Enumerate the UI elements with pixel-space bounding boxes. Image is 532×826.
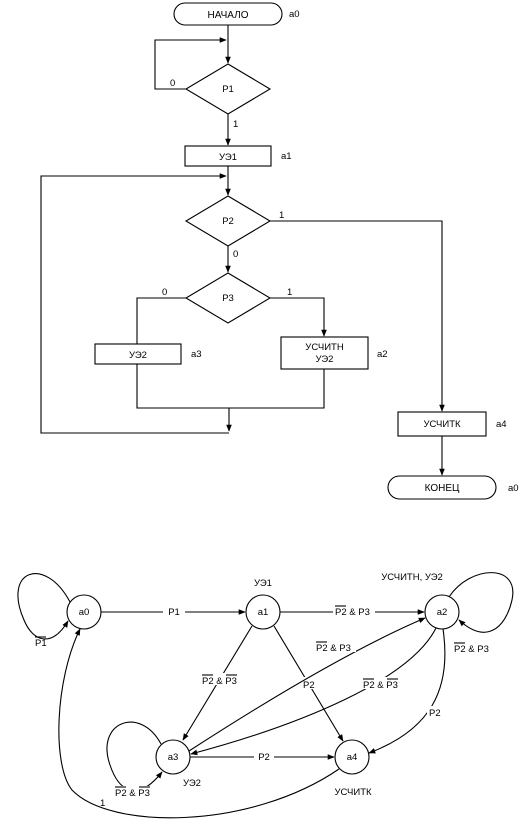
branch-label: 0: [170, 78, 175, 89]
label-backdrop: [452, 641, 494, 653]
flow-line-p3-one: [270, 297, 327, 337]
edge-a2-a4-label: P2: [429, 708, 441, 719]
edge-a1-a2-label: P2 & P3: [335, 607, 370, 618]
branch-label: 1: [233, 119, 238, 130]
state-a2: [424, 594, 460, 630]
process-usschitk: [397, 411, 487, 437]
edge-a4-a0-label: 1: [100, 798, 105, 809]
process-usschitn-label: УСЧИТН: [305, 342, 344, 353]
edge-a3-a2-label: P2 & P3: [316, 643, 351, 654]
mark-a1: a1: [281, 151, 292, 162]
process-ue2-label: УЭ2: [129, 350, 147, 361]
label-backdrop: [163, 604, 185, 616]
edge-a0-loop: [17, 573, 71, 640]
end-label: КОНЕЦ: [425, 483, 460, 494]
edge-a3-a4-label: P2: [258, 752, 270, 763]
mark-a3: a3: [191, 349, 202, 360]
flow-line-merge: [136, 364, 325, 409]
label-backdrop: [333, 604, 375, 616]
state-a2-output: УСЧИТН, УЭ2: [381, 572, 443, 583]
decision-p3: [184, 272, 272, 324]
mark-a0-top: a0: [289, 9, 300, 20]
state-a3-output: УЭ2: [183, 778, 201, 789]
flow-line-p2-one: [270, 220, 445, 412]
branch-label: 1: [279, 210, 284, 221]
branch-label: 0: [162, 287, 167, 298]
state-a4-label: a4: [347, 752, 358, 763]
flow-line-p3-zero: [136, 297, 186, 344]
edge-a0-loop-label: P1: [35, 638, 47, 649]
state-a2-label: a2: [437, 607, 448, 618]
process-usschitn-label-2: УЭ2: [316, 354, 334, 365]
edge-a0-a1-label: P1: [168, 607, 180, 618]
start-label: НАЧАЛО: [207, 10, 248, 21]
flowchart: НАЧАЛО a0 0 P1 1 УЭ1 a1 P2 1 0 P3 0 1: [40, 2, 519, 500]
process-ue1-label: УЭ1: [219, 152, 237, 163]
edge-a2-loop: [448, 572, 514, 633]
process-ue2: [94, 343, 182, 365]
decision-p3-label: P3: [222, 293, 234, 304]
decision-p2-label: P2: [222, 216, 234, 227]
label-backdrop: [314, 640, 356, 652]
state-a4-output: УСЧИТК: [334, 787, 372, 798]
end-terminator: [387, 475, 497, 500]
label-backdrop: [200, 673, 242, 685]
label-backdrop: [254, 749, 274, 761]
label-backdrop: [113, 786, 155, 798]
mark-a2: a2: [377, 349, 388, 360]
edge-a1-a3-label: P2 & P3: [202, 676, 237, 687]
edge-a2-a4: [368, 628, 446, 754]
state-a3-label: a3: [168, 752, 179, 763]
edge-a2-a3-label: P2 & P3: [363, 680, 398, 691]
branch-label: 0: [233, 249, 238, 260]
edge-a2-loop-label: P2 & P3: [454, 644, 489, 655]
state-a1-output: УЭ1: [254, 578, 272, 589]
process-usschitk-label: УСЧИТК: [423, 419, 461, 430]
branch-label: 1: [287, 287, 292, 298]
flow-line-p1-loop: [154, 37, 227, 90]
flow-line-loop-back: [40, 173, 229, 434]
mark-a0-bottom: a0: [508, 483, 519, 494]
edge-a4-a0: [58, 628, 340, 819]
edge-a1-a4-label: P2: [303, 680, 315, 691]
edge-a3-loop-label: P2 & P3: [115, 788, 150, 799]
state-a4: [334, 739, 370, 775]
decision-p1-label: P1: [222, 84, 234, 95]
edge-a3-a2: [188, 617, 426, 752]
edge-a2-a3: [190, 627, 437, 756]
state-a1-label: a1: [258, 607, 269, 618]
mark-a4: a4: [496, 419, 507, 430]
state-graph: a0 a1 УЭ1 a2 УСЧИТН, УЭ2 a3 УЭ2 a4 УСЧИТ…: [17, 572, 514, 819]
label-backdrop: [361, 677, 403, 689]
label-backdrop: [427, 706, 445, 718]
state-a0-label: a0: [79, 607, 90, 618]
edge-a3-loop: [106, 721, 163, 791]
label-backdrop: [301, 677, 319, 689]
